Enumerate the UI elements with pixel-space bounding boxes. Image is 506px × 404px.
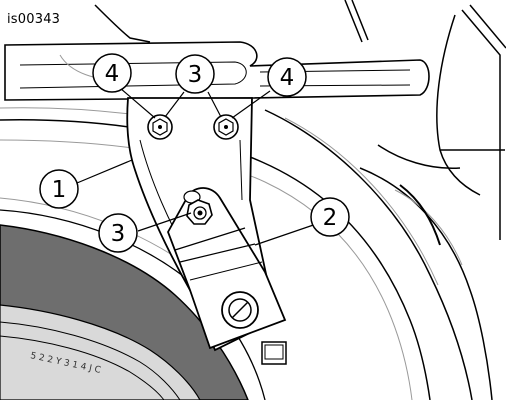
svg-text:3: 3 xyxy=(111,221,126,247)
svg-text:4: 4 xyxy=(105,61,120,87)
leader-lines xyxy=(76,87,329,246)
svg-text:2: 2 xyxy=(323,205,338,231)
frame-upper-right xyxy=(94,0,506,240)
callout-4-left: 4 xyxy=(92,53,132,93)
clip-bolt xyxy=(221,291,259,329)
upper-rail xyxy=(4,41,430,101)
figure-id-label: is00343 xyxy=(7,12,61,27)
bracket-bolt-left xyxy=(147,114,173,140)
svg-text:4: 4 xyxy=(280,65,295,91)
tire: 5 2 2 Y 3 1 4 J C xyxy=(0,197,266,401)
callout-4-right: 4 xyxy=(267,57,307,97)
tab xyxy=(261,341,287,365)
callout-2: 2 xyxy=(310,197,350,237)
svg-text:1: 1 xyxy=(52,177,67,203)
callout-3-nut: 3 xyxy=(98,213,138,253)
svg-text:3: 3 xyxy=(188,62,203,88)
callout-1: 1 xyxy=(39,169,79,209)
nut xyxy=(186,199,213,225)
callout-3-bolt: 3 xyxy=(175,54,215,94)
fender-outline xyxy=(0,107,493,401)
bracket-bolt-right xyxy=(213,114,239,140)
